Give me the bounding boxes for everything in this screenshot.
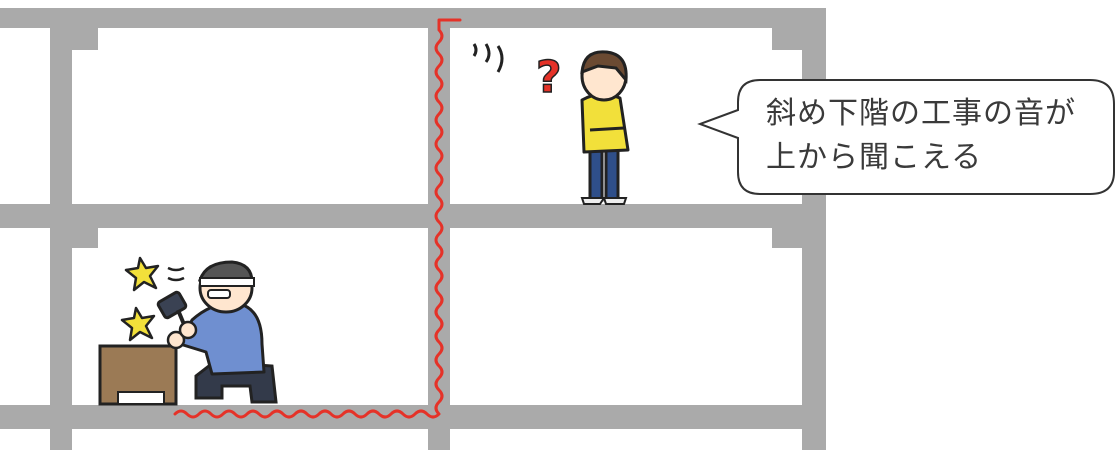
impact-star-icon xyxy=(124,256,160,292)
speech-bubble-line-1: 斜め下階の工事の音が xyxy=(766,96,1076,131)
worker-illustration xyxy=(98,256,278,406)
hammer-icon xyxy=(156,290,188,320)
center-column xyxy=(428,8,450,450)
speech-bubble xyxy=(697,79,1115,195)
middle-floor-slab xyxy=(0,204,826,228)
impact-star-icon xyxy=(120,306,156,342)
sound-wave-path xyxy=(173,18,462,419)
speech-bubble-line-2: 上から聞こえる xyxy=(766,140,983,175)
listener-illustration: ? xyxy=(472,43,630,205)
right-column xyxy=(802,8,826,450)
question-mark-icon: ? xyxy=(536,52,562,103)
roof-slab xyxy=(0,8,826,28)
speech-bubble-text: 斜め下階の工事の音が 上から聞こえる xyxy=(766,92,1106,180)
left-column xyxy=(50,8,72,450)
